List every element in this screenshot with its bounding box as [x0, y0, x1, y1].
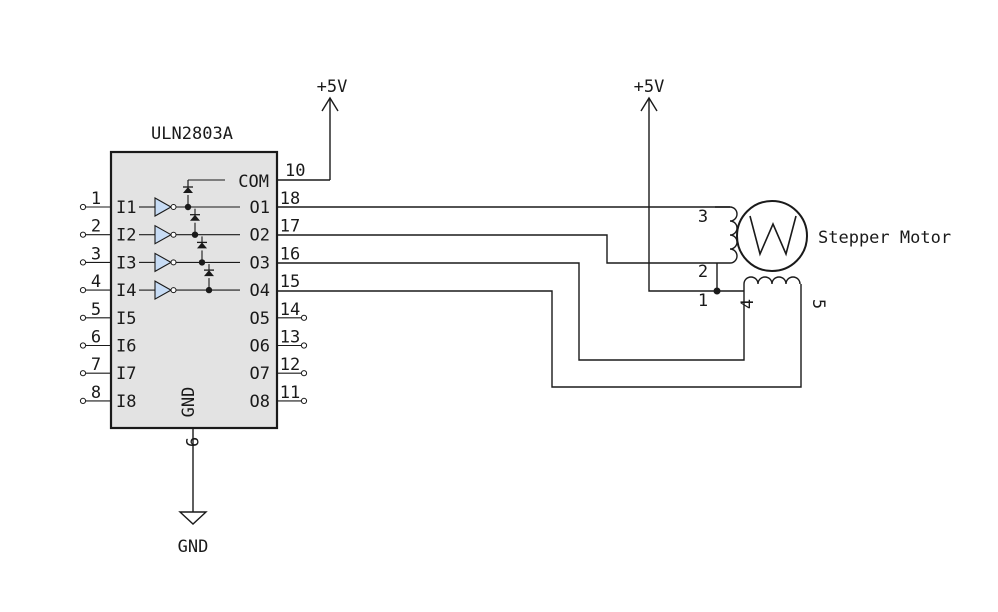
stepper-motor: 3 2 1 4 5 [698, 200, 828, 311]
com-pin: 10 [277, 96, 339, 181]
input-pin-label: I1 [116, 198, 136, 218]
output-pin-15: O4 15 [250, 272, 301, 301]
input-pin-number: 6 [91, 328, 101, 348]
motor-wire-4-label: 4 [738, 299, 758, 309]
output-pin-17: O2 17 [250, 217, 301, 246]
motor-label: Stepper Motor [818, 228, 951, 248]
input-pin-label: I2 [116, 226, 136, 246]
output-pin-label: O5 [250, 309, 270, 329]
output-pin-label: O3 [250, 253, 270, 273]
driver-4 [139, 264, 240, 300]
gnd-pin: 9 [178, 428, 208, 525]
output-pin-number: 16 [280, 244, 300, 264]
output-pin-label: O4 [250, 281, 270, 301]
input-pin-label: I4 [116, 281, 136, 301]
input-pin-1: 1 I1 [79, 189, 136, 218]
output-pin-12: O7 12 [250, 355, 308, 384]
input-pin-label: I6 [116, 337, 136, 357]
internal-drivers [139, 180, 240, 300]
input-pin-number: 2 [91, 217, 101, 237]
input-pin-label: I8 [116, 392, 136, 412]
input-pin-number: 3 [91, 244, 101, 264]
output-pin-number: 12 [280, 355, 300, 375]
output-pin-11: O8 11 [250, 383, 308, 412]
input-pin-number: 5 [91, 300, 101, 320]
output-pin-number: 17 [280, 217, 300, 237]
input-pins: 1 I1 2 I2 3 I3 4 I4 5 I5 6 I6 7 I7 8 I8 [79, 189, 136, 412]
gnd-pin-label: GND [179, 387, 199, 418]
output-pin-number: 11 [280, 383, 300, 403]
input-pin-label: I7 [116, 364, 136, 384]
output-pin-14: O5 14 [250, 300, 308, 329]
output-pin-label: O8 [250, 392, 270, 412]
motor-coil-a [715, 206, 738, 264]
output-pin-number: 14 [280, 300, 300, 320]
input-pin-number: 8 [91, 383, 101, 403]
motor-wiring [277, 96, 802, 388]
supply-label-left: +5V [317, 77, 348, 97]
driver-2 [139, 208, 240, 245]
driver-1 [139, 180, 240, 217]
uln2803a-chip: ULN2803A COM GND [109, 124, 279, 430]
input-pin-number: 7 [91, 355, 101, 375]
motor-wire-1-label: 1 [698, 291, 708, 311]
input-pin-number: 4 [91, 272, 101, 292]
input-pin-5: 5 I5 [79, 300, 136, 329]
output-pin-13: O6 13 [250, 328, 308, 357]
input-pin-3: 3 I3 [79, 244, 136, 273]
output-pin-label: O1 [250, 198, 270, 218]
input-pin-label: I5 [116, 309, 136, 329]
driver-3 [139, 236, 240, 272]
input-pin-7: 7 I7 [79, 355, 136, 384]
motor-coil-b [743, 276, 801, 291]
ground-label: GND [178, 537, 209, 557]
chip-name: ULN2803A [151, 124, 233, 144]
input-pin-label: I3 [116, 253, 136, 273]
motor-wire-2-label: 2 [698, 262, 708, 282]
com-pin-number: 10 [285, 161, 305, 181]
gnd-pin-number: 9 [181, 437, 201, 447]
output-pin-18: O1 18 [250, 189, 301, 218]
motor-wire-3-label: 3 [698, 207, 708, 227]
output-pin-number: 13 [280, 328, 300, 348]
output-pin-number: 18 [280, 189, 300, 209]
com-label: COM [238, 172, 269, 192]
motor-wire-5-label: 5 [808, 299, 828, 309]
input-pin-6: 6 I6 [79, 328, 136, 357]
output-pin-16: O3 16 [250, 244, 301, 273]
output-pin-label: O2 [250, 226, 270, 246]
input-pin-4: 4 I4 [79, 272, 136, 301]
input-pin-8: 8 I8 [79, 383, 136, 412]
input-pin-number: 1 [91, 189, 101, 209]
com-bus [187, 179, 225, 186]
output-pin-number: 15 [280, 272, 300, 292]
output-pin-label: O7 [250, 364, 270, 384]
output-pin-label: O6 [250, 337, 270, 357]
input-pin-2: 2 I2 [79, 217, 136, 246]
supply-label-right: +5V [634, 77, 665, 97]
